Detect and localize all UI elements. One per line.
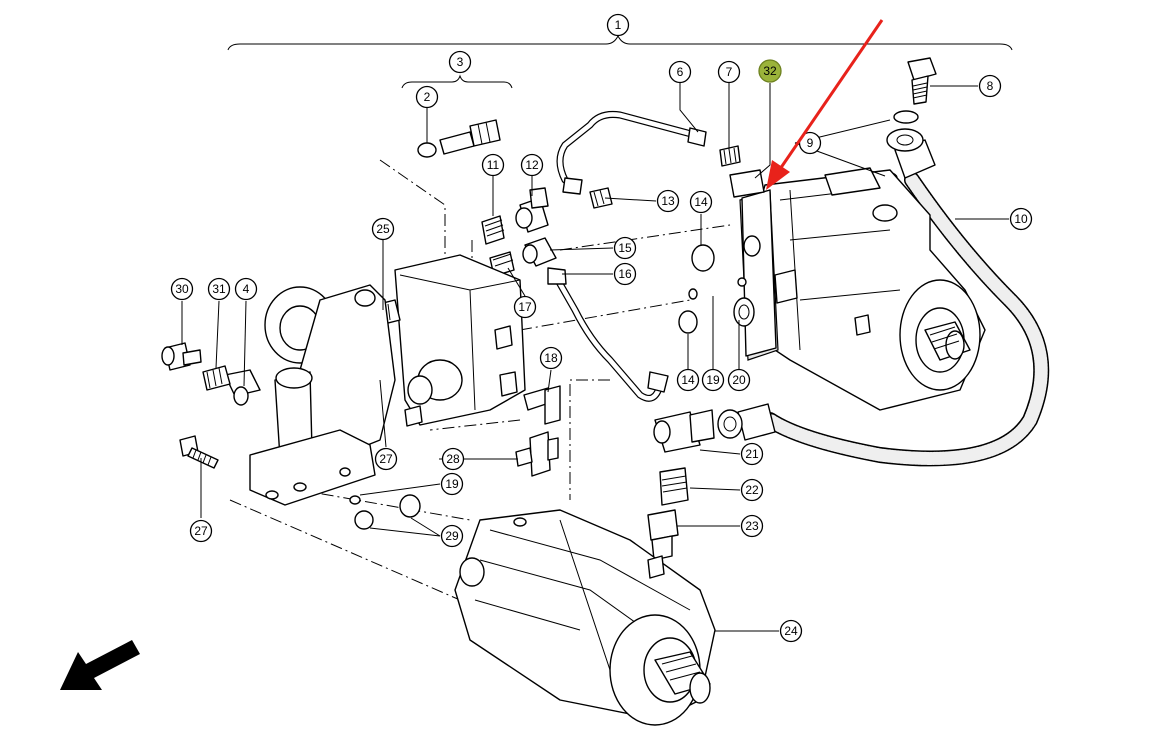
svg-text:29: 29 — [445, 529, 459, 543]
fitting-3 — [417, 119, 501, 158]
callout-3[interactable]: 3 — [448, 50, 472, 74]
svg-text:21: 21 — [745, 447, 759, 461]
svg-text:4: 4 — [243, 282, 250, 296]
fittings-21-23 — [647, 409, 715, 561]
assembly-brace — [227, 34, 1013, 51]
pipe-16 — [547, 267, 669, 402]
svg-text:20: 20 — [732, 373, 746, 387]
direction-arrow-icon — [60, 640, 140, 690]
svg-text:22: 22 — [745, 483, 759, 497]
svg-text:6: 6 — [677, 65, 684, 79]
callout-27-left[interactable]: 27 — [189, 519, 213, 543]
svg-text:3: 3 — [457, 55, 464, 69]
callout-24[interactable]: 24 — [779, 619, 803, 643]
callout-25[interactable]: 25 — [371, 217, 395, 241]
svg-text:15: 15 — [618, 241, 632, 255]
svg-text:31: 31 — [212, 282, 226, 296]
svg-text:9: 9 — [807, 136, 814, 150]
callout-28[interactable]: 28 — [441, 447, 465, 471]
callout-19-left[interactable]: 19 — [440, 472, 464, 496]
callout-32[interactable]: 32 — [758, 59, 782, 83]
callout-6[interactable]: 6 — [668, 60, 692, 84]
callout-30[interactable]: 30 — [170, 277, 194, 301]
svg-text:10: 10 — [1014, 212, 1028, 226]
callout-20[interactable]: 20 — [727, 368, 751, 392]
o-rings-right — [678, 244, 715, 334]
callout-11[interactable]: 11 — [481, 153, 505, 177]
callout-29[interactable]: 29 — [440, 524, 464, 548]
main-pump — [733, 167, 986, 411]
callout-19-right[interactable]: 19 — [701, 368, 725, 392]
svg-text:28: 28 — [446, 452, 460, 466]
svg-text:27: 27 — [379, 452, 393, 466]
callout-22[interactable]: 22 — [740, 478, 764, 502]
callout-16[interactable]: 16 — [613, 262, 637, 286]
subassembly-brace — [401, 74, 513, 89]
hose-assembly — [717, 110, 1050, 467]
callout-14-bottom[interactable]: 14 — [676, 368, 700, 392]
callout-23[interactable]: 23 — [740, 514, 764, 538]
svg-text:27: 27 — [194, 524, 208, 538]
svg-text:16: 16 — [618, 267, 632, 281]
callout-27-right[interactable]: 27 — [374, 447, 398, 471]
callout-4[interactable]: 4 — [234, 277, 258, 301]
svg-text:14: 14 — [694, 195, 708, 209]
callout-12[interactable]: 12 — [520, 153, 544, 177]
banjo-bolt — [907, 57, 937, 105]
svg-text:7: 7 — [726, 65, 733, 79]
fittings-18-28 — [515, 385, 561, 477]
red-pointer-arrow-icon — [766, 19, 884, 190]
callout-17[interactable]: 17 — [513, 295, 537, 319]
callout-21[interactable]: 21 — [740, 442, 764, 466]
svg-text:13: 13 — [661, 194, 675, 208]
callout-18[interactable]: 18 — [539, 346, 563, 370]
svg-text:12: 12 — [525, 158, 539, 172]
svg-text:1: 1 — [615, 18, 622, 32]
svg-text:18: 18 — [544, 351, 558, 365]
svg-text:19: 19 — [706, 373, 720, 387]
small-fittings — [589, 145, 765, 209]
callout-8[interactable]: 8 — [978, 74, 1002, 98]
svg-text:19: 19 — [445, 477, 459, 491]
svg-text:2: 2 — [424, 90, 431, 104]
callout-10[interactable]: 10 — [1009, 207, 1033, 231]
pipe-6 — [556, 111, 707, 195]
callout-1[interactable]: 1 — [606, 13, 630, 37]
svg-text:14: 14 — [681, 373, 695, 387]
svg-text:8: 8 — [987, 79, 994, 93]
callout-15[interactable]: 15 — [613, 236, 637, 260]
lower-pump — [454, 509, 716, 726]
svg-text:32: 32 — [763, 64, 777, 78]
svg-text:30: 30 — [175, 282, 189, 296]
callout-7[interactable]: 7 — [717, 60, 741, 84]
callout-31[interactable]: 31 — [207, 277, 231, 301]
callout-2[interactable]: 2 — [415, 85, 439, 109]
svg-text:24: 24 — [784, 624, 798, 638]
svg-text:23: 23 — [745, 519, 759, 533]
servo-housing — [224, 284, 396, 506]
callout-13[interactable]: 13 — [656, 189, 680, 213]
svg-text:11: 11 — [487, 158, 500, 172]
svg-text:25: 25 — [376, 222, 390, 236]
o-rings-left — [349, 494, 421, 530]
callout-14-top[interactable]: 14 — [689, 190, 713, 214]
svg-text:17: 17 — [518, 300, 532, 314]
fittings-left — [161, 342, 249, 469]
